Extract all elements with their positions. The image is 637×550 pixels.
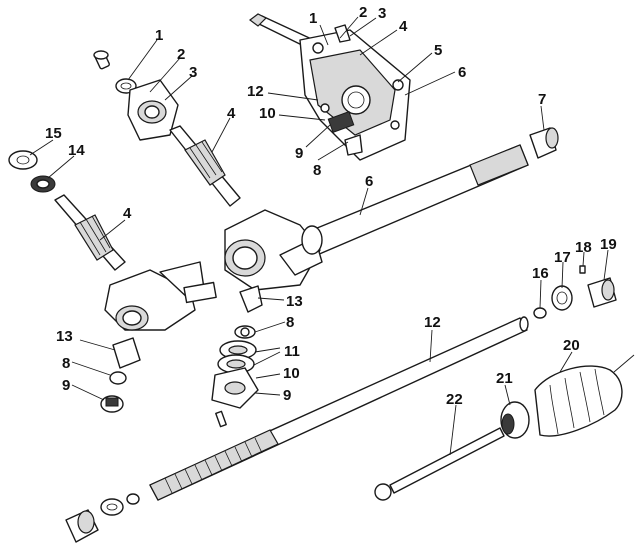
right-end-small-parts bbox=[533, 265, 617, 319]
label-9-middle: 9 bbox=[283, 387, 291, 404]
label-7: 7 bbox=[538, 91, 546, 108]
label-4-upper-left: 4 bbox=[227, 105, 236, 122]
label-3-top: 3 bbox=[378, 5, 386, 22]
label-5: 5 bbox=[434, 42, 442, 59]
label-2-top: 2 bbox=[359, 4, 367, 21]
label-8-top: 8 bbox=[313, 162, 321, 179]
pinion-group-upper bbox=[93, 50, 241, 207]
label-1-top: 1 bbox=[309, 10, 317, 27]
steering-gear-housing-assembly bbox=[249, 13, 411, 161]
label-10-top: 10 bbox=[259, 105, 276, 122]
label-21: 21 bbox=[496, 370, 513, 387]
rack-end-parts-lower-left bbox=[65, 493, 140, 543]
label-8-left: 8 bbox=[62, 355, 70, 372]
label-19: 19 bbox=[600, 236, 617, 253]
rack-tube-housing bbox=[224, 127, 559, 291]
label-6-top: 6 bbox=[458, 64, 466, 81]
label-1-upper-left: 1 bbox=[155, 27, 163, 44]
label-14: 14 bbox=[68, 142, 85, 159]
label-4-left: 4 bbox=[123, 205, 132, 222]
label-12-top: 12 bbox=[247, 83, 264, 100]
label-13-left: 13 bbox=[56, 328, 73, 345]
label-22: 22 bbox=[446, 391, 463, 408]
label-9-top: 9 bbox=[295, 145, 303, 162]
part-number-labels: 1 2 3 4 5 6 12 10 9 8 1 2 3 4 15 14 4 7 … bbox=[45, 4, 617, 408]
leader-lines bbox=[29, 16, 609, 456]
label-3-upper-left: 3 bbox=[189, 64, 197, 81]
label-8-middle: 8 bbox=[286, 314, 294, 331]
label-17: 17 bbox=[554, 249, 571, 266]
label-18: 18 bbox=[575, 239, 592, 256]
label-12-rack: 12 bbox=[424, 314, 441, 331]
yoke-spring-stack-middle bbox=[211, 285, 263, 428]
label-9-left: 9 bbox=[62, 377, 70, 394]
yoke-spring-stack-left bbox=[100, 337, 141, 413]
label-6-middle: 6 bbox=[365, 173, 373, 190]
label-11: 11 bbox=[284, 343, 300, 360]
boot-tierod-assembly bbox=[374, 354, 635, 501]
label-15: 15 bbox=[45, 125, 62, 142]
label-13-middle: 13 bbox=[286, 293, 303, 310]
pinion-group-left bbox=[8, 150, 126, 271]
label-16: 16 bbox=[532, 265, 549, 282]
label-2-upper-left: 2 bbox=[177, 46, 185, 63]
label-20: 20 bbox=[563, 337, 580, 354]
label-10-middle: 10 bbox=[283, 365, 300, 382]
rack-bar bbox=[149, 316, 529, 501]
label-4-top: 4 bbox=[399, 18, 408, 35]
lower-left-housing bbox=[104, 261, 217, 331]
